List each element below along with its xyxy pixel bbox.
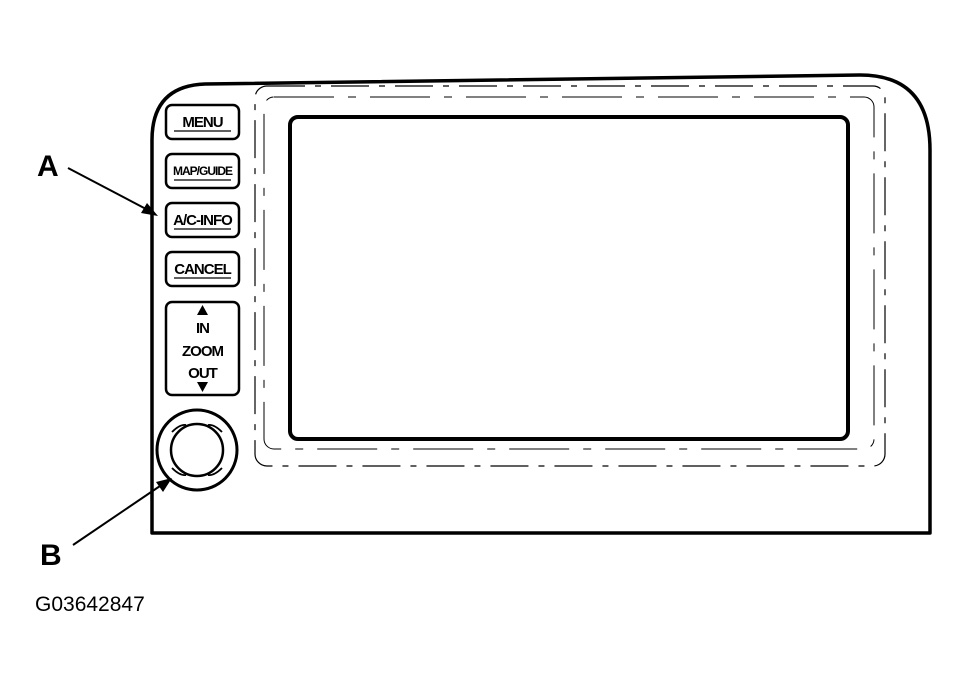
map-guide-button-label: MAP/GUIDE — [173, 164, 233, 178]
zoom-out-label: OUT — [188, 365, 218, 382]
callout-a-label: A — [37, 150, 59, 183]
cancel-button[interactable]: CANCEL — [164, 250, 241, 288]
selector-knob[interactable] — [155, 408, 239, 492]
figure-id: G03642847 — [35, 593, 145, 616]
zoom-label: ZOOM — [182, 343, 223, 360]
zoom-in-label: IN — [196, 320, 209, 337]
zoom-out-arrow-icon — [197, 382, 208, 392]
zoom-in-arrow-icon — [197, 305, 208, 315]
zoom-rocker[interactable]: IN ZOOM OUT — [164, 300, 241, 397]
cancel-button-label: CANCEL — [174, 261, 231, 278]
screen-recess-inner — [263, 96, 875, 450]
menu-button[interactable]: MENU — [164, 103, 241, 141]
callout-b-arrow — [72, 478, 172, 546]
menu-button-label: MENU — [182, 114, 222, 131]
ac-info-button-label: A/C-INFO — [173, 212, 233, 229]
callout-b-label: B — [40, 539, 62, 572]
map-guide-button[interactable]: MAP/GUIDE — [164, 152, 241, 190]
screen-recess-outer — [254, 85, 886, 467]
display-screen — [288, 115, 850, 441]
ac-info-button[interactable]: A/C-INFO — [164, 201, 241, 239]
callout-a-arrow — [67, 167, 158, 216]
